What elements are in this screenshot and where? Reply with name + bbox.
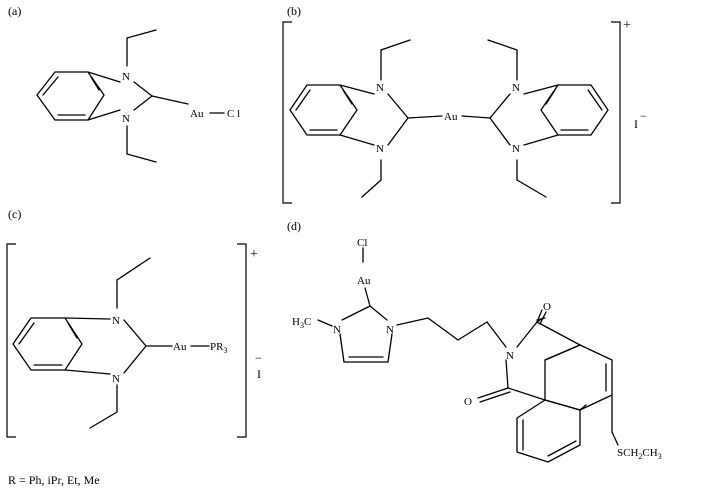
panel-b-atom-n4: N [512,143,520,155]
panel-b-right-bracket [611,21,621,204]
panel-d-atom-o-bottom: O [464,396,472,408]
panel-b-atom-n3: N [512,82,520,94]
panel-c-benzene-ring [12,317,83,371]
panel-b-left-benzene-ring [289,84,358,136]
panel-d-atom-o-top: O [543,301,551,313]
footnote: R = Ph, iPr, Et, Me [8,473,100,487]
panel-d-naphthalene-ring-1 [544,344,613,411]
panel-d-thioether-label: SCH2CH3 [617,447,662,461]
panel-c-left-bracket [6,243,16,438]
panel-d-naphthalene-ring-2 [516,399,581,463]
panel-a: (a) N N Au C l [8,4,240,163]
panel-b-atom-n2: N [376,143,384,155]
panel-c-atom-n2: N [112,373,120,385]
panel-a-atom-n1: N [122,71,130,83]
panel-d-atom-au: Au [357,275,371,287]
panel-c-counterion: I [257,367,261,381]
panel-b-label: (b) [287,4,301,18]
panel-c: (c) + I − N N Au PR3 [6,207,262,438]
panel-b-counterion: I [634,117,638,131]
panel-b-left-bracket [282,21,292,204]
panel-b-atom-au: Au [444,111,458,123]
panel-d-atom-n-methyl: N [333,324,341,336]
panel-b-right-benzene-ring [540,84,609,136]
panel-c-atom-pr: PR3 [210,341,227,355]
panel-a-benzene-ring [36,71,105,121]
panel-c-atom-au: Au [173,341,187,353]
panel-b-counterion-charge: − [640,109,647,123]
panel-b-atom-n1: N [376,82,384,94]
panel-c-charge: + [250,247,258,262]
panel-b: (b) + I − N N Au [282,4,647,204]
panel-d: (d) Cl Au N N H3C O O N [287,219,662,463]
panel-c-atom-n1: N [112,315,120,327]
panel-d-atom-n-imide: N [506,350,514,362]
panel-d-atom-cl: Cl [357,237,367,249]
panel-a-atom-cl: C l [227,108,240,120]
panel-a-atom-n2: N [122,113,130,125]
panel-c-counterion-charge: − [255,351,262,365]
panel-c-right-bracket [237,243,247,438]
panel-b-charge: + [623,18,631,33]
panel-d-atom-n-propyl: N [386,324,394,336]
panel-d-methyl-label: H3C [292,316,311,330]
panel-c-label: (c) [8,207,21,221]
panel-a-atom-au: Au [190,108,204,120]
panel-d-label: (d) [287,219,301,233]
panel-a-label: (a) [8,4,21,18]
